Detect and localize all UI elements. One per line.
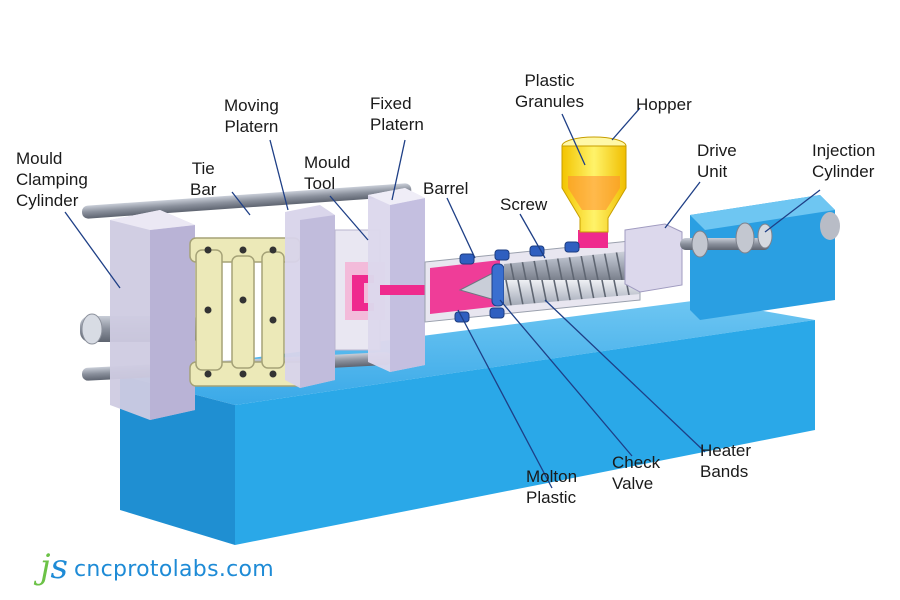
label-drive-unit: Drive Unit xyxy=(697,141,737,181)
base-side-face xyxy=(235,320,815,545)
label-mould-tool: Mould Tool xyxy=(304,153,351,193)
watermark-text: cncprotolabs.com xyxy=(74,557,275,582)
drive-housing-top xyxy=(690,195,835,230)
barrel-assembly xyxy=(380,230,641,323)
watermark-logo: js cncprotolabs.com xyxy=(40,545,274,585)
label-hopper: Hopper xyxy=(636,95,692,114)
label-barrel: Barrel xyxy=(423,179,469,198)
label-mould-clamping-cylinder: Mould Clamping Cylinder xyxy=(16,149,88,210)
heater-bands xyxy=(454,241,580,323)
feed-throat xyxy=(578,230,608,248)
label-molton-plastic: Molton Plastic xyxy=(526,467,578,507)
label-injection-cylinder: Injection Cylinder xyxy=(812,141,876,181)
check-valve-ring xyxy=(491,263,505,307)
label-plastic-granules: Plastic Granules xyxy=(515,71,584,111)
moving-platen xyxy=(285,205,335,388)
label-tie-bar: Tie Bar xyxy=(190,159,217,199)
label-heater-bands: Heater Bands xyxy=(700,441,752,481)
toggle-linkage xyxy=(189,237,311,387)
hopper xyxy=(561,136,627,233)
tie-bar-upper xyxy=(81,183,412,219)
label-screw: Screw xyxy=(500,195,548,214)
label-fixed-platern: Fixed Platern xyxy=(370,94,424,134)
js-logo-icon: js xyxy=(40,547,68,587)
label-moving-platern: Moving Platern xyxy=(224,96,279,136)
leader-lines xyxy=(64,107,821,489)
clamp-rod-end xyxy=(81,313,103,345)
injection-cylinder-cap xyxy=(820,212,840,240)
drive-unit xyxy=(624,222,773,293)
fixed-platen xyxy=(368,188,425,372)
label-check-valve: Check Valve xyxy=(612,453,661,493)
screw-body xyxy=(504,250,640,306)
clamping-cylinder-block xyxy=(110,210,195,420)
barrel-nozzle-channel xyxy=(380,285,440,295)
